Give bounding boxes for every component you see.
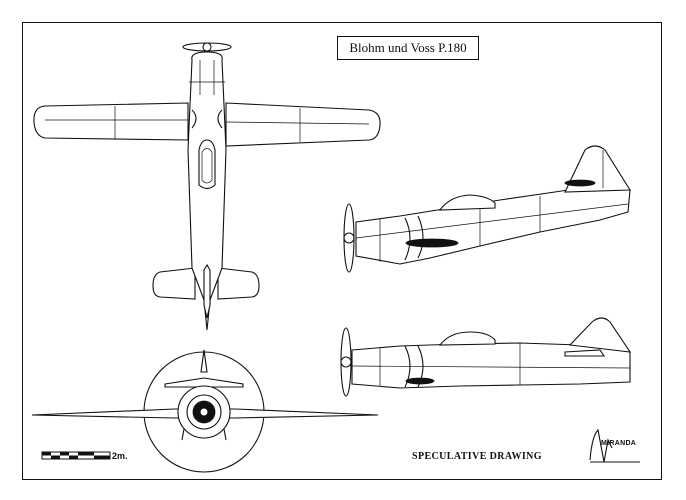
- speculative-caption: SPECULATIVE DRAWING: [412, 451, 542, 462]
- scale-label: 2m.: [112, 451, 128, 461]
- drawing-frame: [22, 22, 662, 480]
- top-view-aircraft-icon: [33, 42, 381, 331]
- side-view-aircraft-icon: [343, 145, 631, 273]
- drawing-title: Blohm und Voss P.180: [337, 36, 479, 60]
- signature-logo-text: MIRANDA: [601, 440, 637, 447]
- front-view-aircraft-icon: [31, 349, 379, 473]
- scale-bar-icon: [41, 451, 111, 460]
- signature-logo-icon: [589, 428, 640, 463]
- side-view-aircraft-lower-icon: [340, 317, 632, 397]
